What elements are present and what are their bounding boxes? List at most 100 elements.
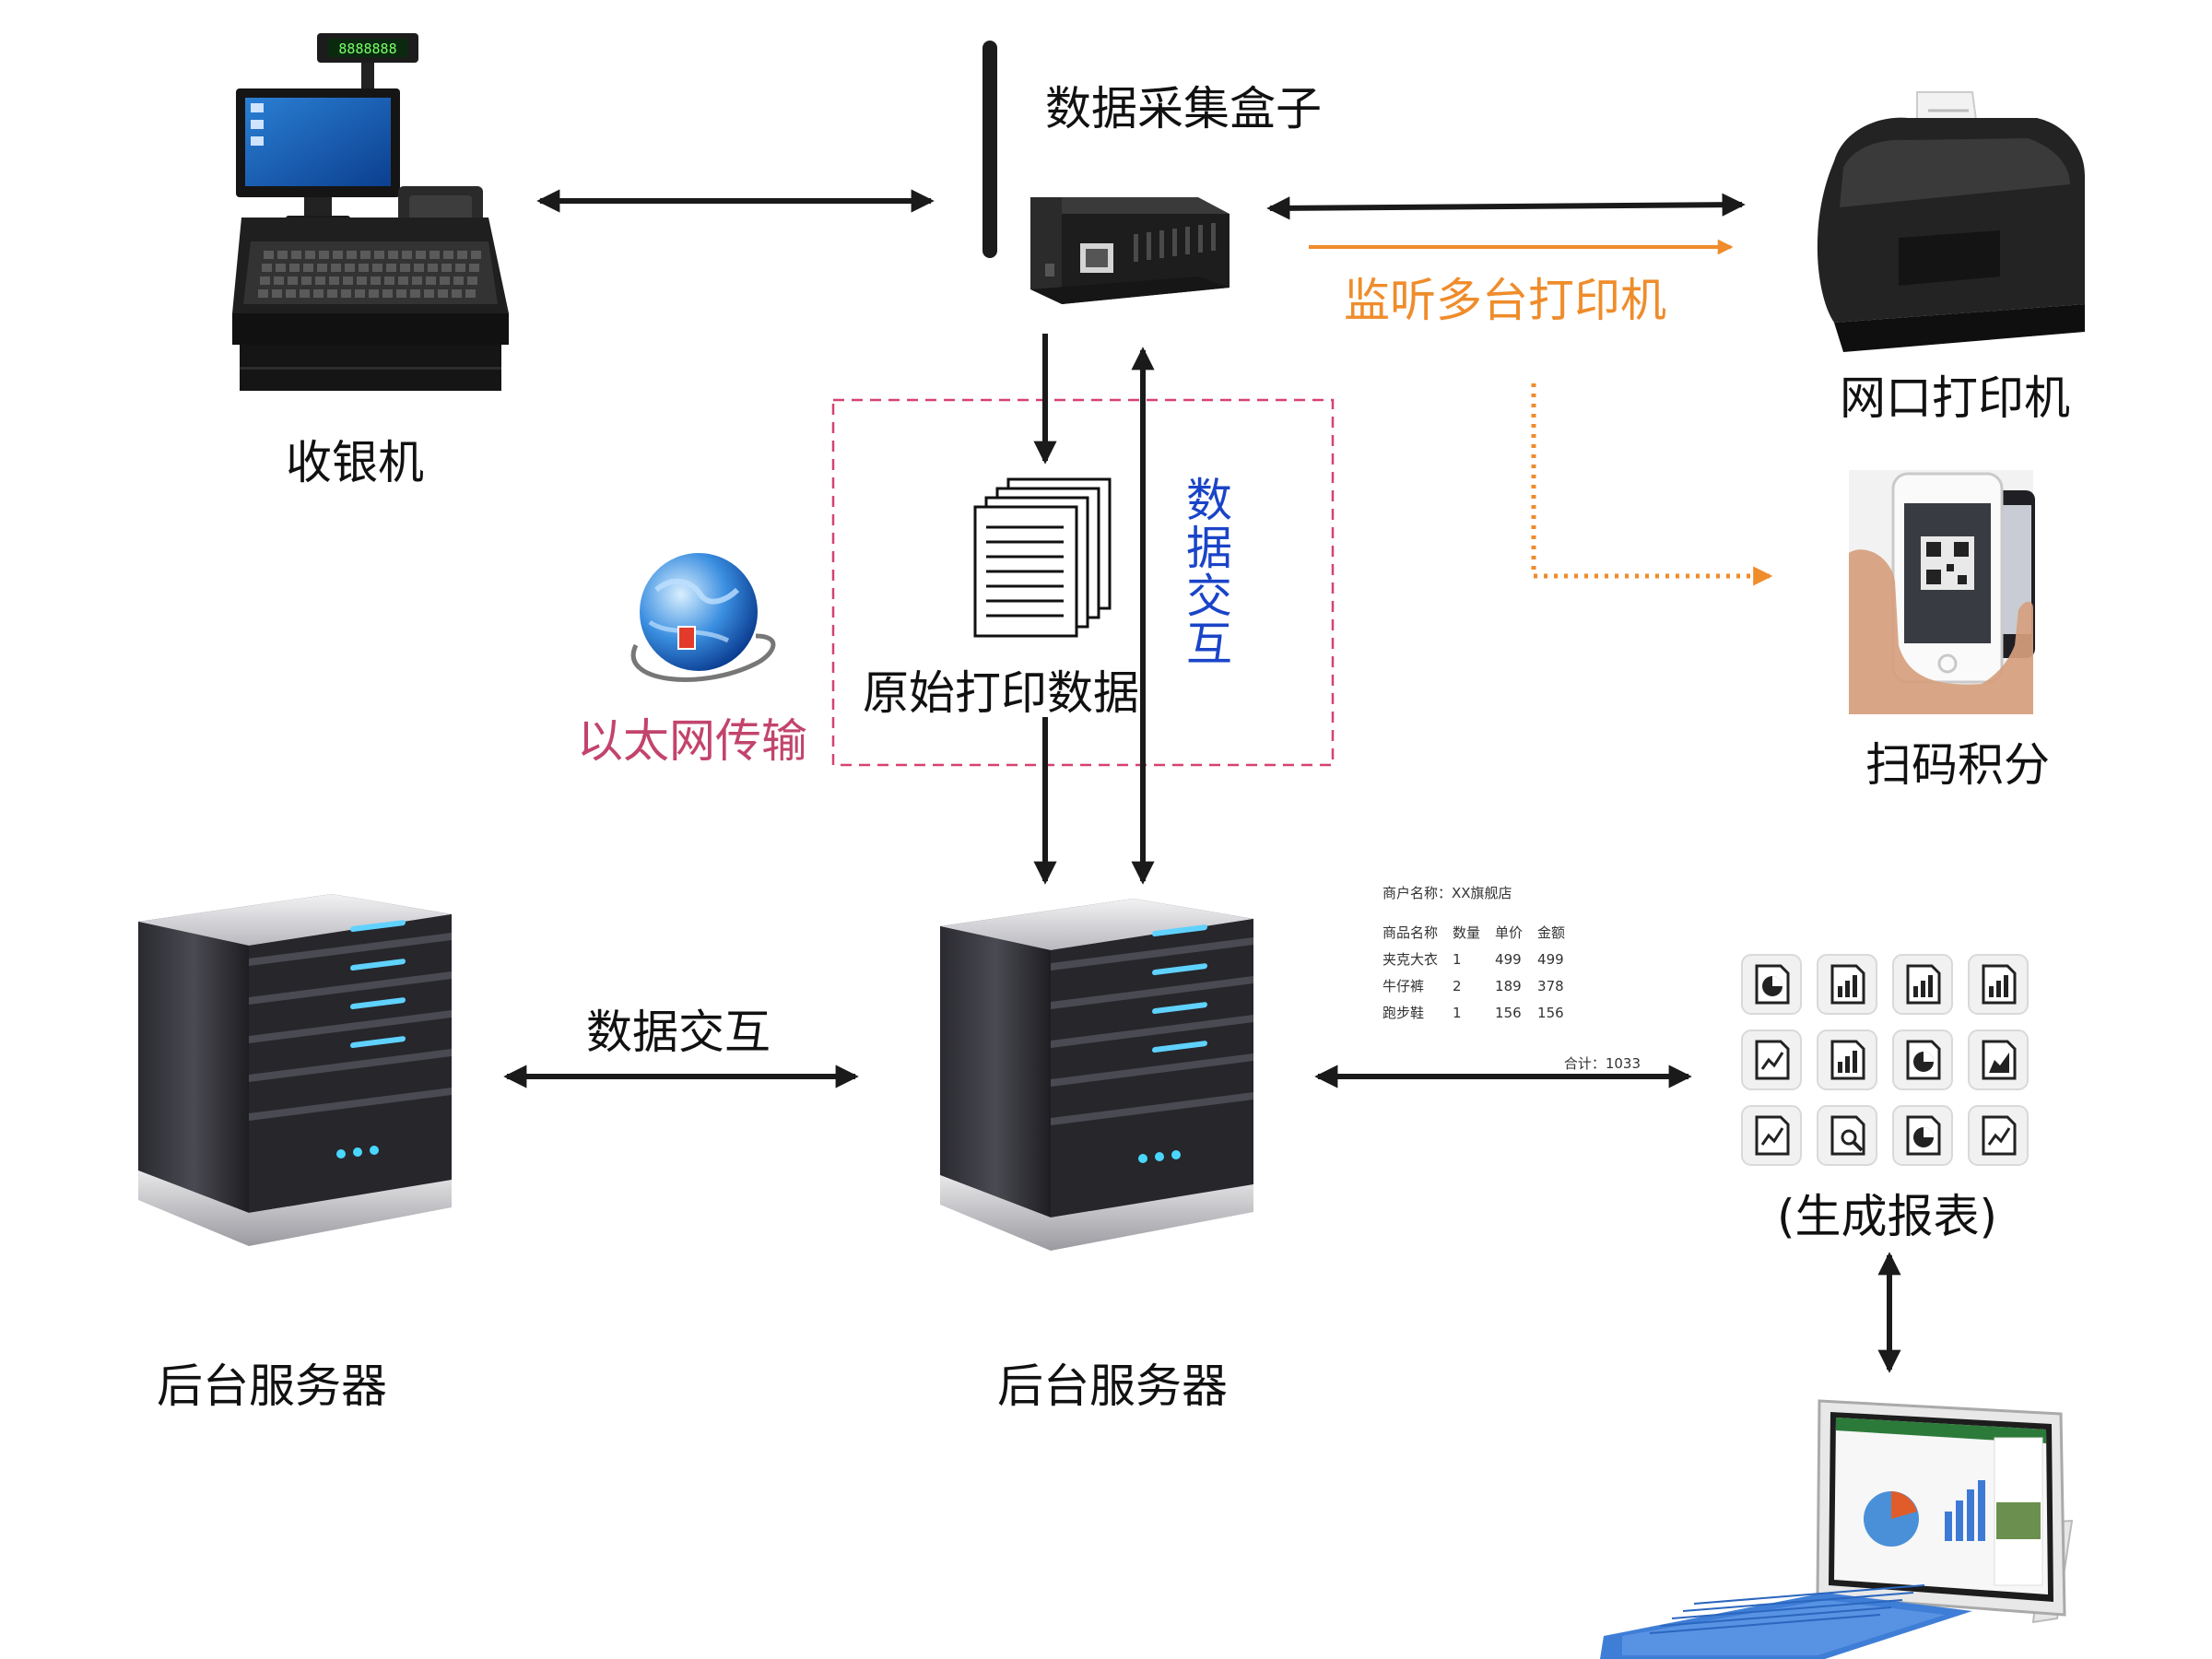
keyboard-key xyxy=(327,289,337,298)
data-collector-box-icon xyxy=(982,41,1230,304)
keyboard-key xyxy=(331,264,341,272)
receipt-cell: 夹克大衣 xyxy=(1382,951,1439,968)
data-exchange-dashed-box xyxy=(831,398,1335,767)
keyboard-key xyxy=(467,276,477,285)
keyboard-key xyxy=(305,251,315,259)
keyboard-key xyxy=(286,289,296,298)
tablet-key-row xyxy=(1682,1592,1914,1612)
keyboard-key xyxy=(441,264,452,272)
receipt-cell: 1 xyxy=(1453,950,1462,968)
tablet-keyboard-lines xyxy=(1649,1584,1925,1634)
node-label-report-gen: (生成报表) xyxy=(1777,1190,1998,1243)
server-bay-divider xyxy=(1051,937,1253,971)
server-base xyxy=(138,1171,452,1246)
report-bar-icon xyxy=(1817,954,1877,1015)
keyboard-key xyxy=(345,264,355,272)
receipt-header-cell: 商品名称 xyxy=(1382,924,1439,941)
customer-display-digits: 8888888 xyxy=(338,41,396,57)
server-bay-divider xyxy=(249,1088,452,1121)
server-led-bar xyxy=(350,920,406,933)
keyboard-key xyxy=(357,276,367,285)
server-indicator-light xyxy=(353,1147,362,1157)
network-printer-icon xyxy=(1817,91,2085,352)
server-indicator-light xyxy=(370,1146,379,1155)
receipt-row: 牛仔裤 2 189 378 xyxy=(1382,972,1580,999)
tablet-key-row xyxy=(1660,1606,1892,1627)
keyboard-key xyxy=(347,251,357,259)
receipt-cell: 牛仔裤 xyxy=(1382,978,1425,994)
node-label-cash-register: 收银机 xyxy=(286,436,424,489)
server-front xyxy=(138,922,249,1213)
keyboard-key xyxy=(398,276,408,285)
keyboard-key xyxy=(453,276,464,285)
server-bay-divider xyxy=(249,933,452,966)
keyboard-key xyxy=(396,289,406,298)
keyboard-keys xyxy=(258,251,481,298)
server-front xyxy=(940,926,1051,1218)
node-label-collector-box: 数据采集盒子 xyxy=(1045,82,1322,135)
keyboard-key xyxy=(465,289,476,298)
receipt-row: 跑步鞋 1 156 156 xyxy=(1382,999,1580,1026)
receipt-cell: 189 xyxy=(1495,977,1522,994)
server-led-bar xyxy=(1152,1041,1207,1053)
server-bay-divider xyxy=(1051,976,1253,1009)
report-bar-icon xyxy=(1892,954,1953,1015)
node-label-raw-print-data: 原始打印数据 xyxy=(863,666,1139,720)
keyboard-key xyxy=(412,276,422,285)
server-led-bar xyxy=(1152,924,1207,937)
node-label-scan-points: 扫码积分 xyxy=(1865,738,2050,792)
receipt-header-cell: 金额 xyxy=(1537,924,1566,941)
receipt-header-row: 商品名称 数量 单价 金额 xyxy=(1382,919,1580,946)
edge-label-data-exchange-horizontal: 数据交互 xyxy=(586,1006,771,1059)
server-top xyxy=(940,899,1253,950)
keyboard-key xyxy=(452,289,462,298)
keyboard-key xyxy=(355,289,365,298)
receipt-cell: 跑步鞋 xyxy=(1382,1005,1425,1021)
cash-register-icon: 8888888 xyxy=(232,33,509,391)
keyboard-key xyxy=(410,289,420,298)
keyboard-key xyxy=(264,251,274,259)
keyboard-key xyxy=(276,264,286,272)
server-bay-divider xyxy=(1051,1015,1253,1048)
server-led-bar xyxy=(350,1036,406,1049)
receipt-total: 合计：1033 xyxy=(1563,1055,1641,1072)
keyboard-key xyxy=(400,264,410,272)
keyboard-key xyxy=(443,251,453,259)
receipt-cell: 499 xyxy=(1537,950,1564,968)
server-indicator-light xyxy=(336,1149,346,1159)
keyboard-key xyxy=(424,289,434,298)
keyboard-key xyxy=(359,264,369,272)
report-area-icon xyxy=(1968,1030,2029,1090)
keyboard-key xyxy=(289,264,300,272)
keyboard-key xyxy=(369,289,379,298)
server-indicator-light xyxy=(1138,1154,1147,1163)
keyboard-key xyxy=(277,251,288,259)
keyboard-key xyxy=(402,251,412,259)
keyboard-key xyxy=(455,264,465,272)
receipt-cell: 156 xyxy=(1537,1004,1564,1021)
server-bay-divider xyxy=(249,1049,452,1082)
server-bay-divider xyxy=(249,971,452,1005)
receipt-preview: 商户名称：XX旗舰店 商品名称 数量 单价 金额 夹克大衣 1 499 499 … xyxy=(1382,883,1641,1073)
receipt-cell: 156 xyxy=(1495,1004,1522,1021)
edge-label-monitor-printers: 监听多台打印机 xyxy=(1344,274,1666,327)
server-bay-divider xyxy=(1051,1092,1253,1125)
server-led-bar xyxy=(350,997,406,1010)
server-led-bar xyxy=(1152,963,1207,976)
receipt-cell: 1 xyxy=(1453,1004,1462,1021)
ethernet-globe-icon xyxy=(630,553,776,682)
keyboard-key xyxy=(333,251,343,259)
receipt-merchant: 商户名称：XX旗舰店 xyxy=(1382,885,1512,901)
keyboard-key xyxy=(303,264,313,272)
receipt-table: 商品名称 数量 单价 金额 夹克大衣 1 499 499 牛仔裤 2 189 3… xyxy=(1382,919,1580,1026)
keyboard-key xyxy=(371,276,381,285)
report-pie-icon xyxy=(1741,954,1802,1015)
report-bar-icon xyxy=(1817,1030,1877,1090)
keyboard-key xyxy=(388,251,398,259)
keyboard-key xyxy=(428,264,438,272)
keyboard-key xyxy=(288,276,298,285)
server-indicator-light xyxy=(1155,1152,1164,1161)
node-label-backend-server-left: 后台服务器 xyxy=(157,1359,387,1413)
keyboard-key xyxy=(372,264,382,272)
report-search-icon xyxy=(1817,1105,1877,1166)
